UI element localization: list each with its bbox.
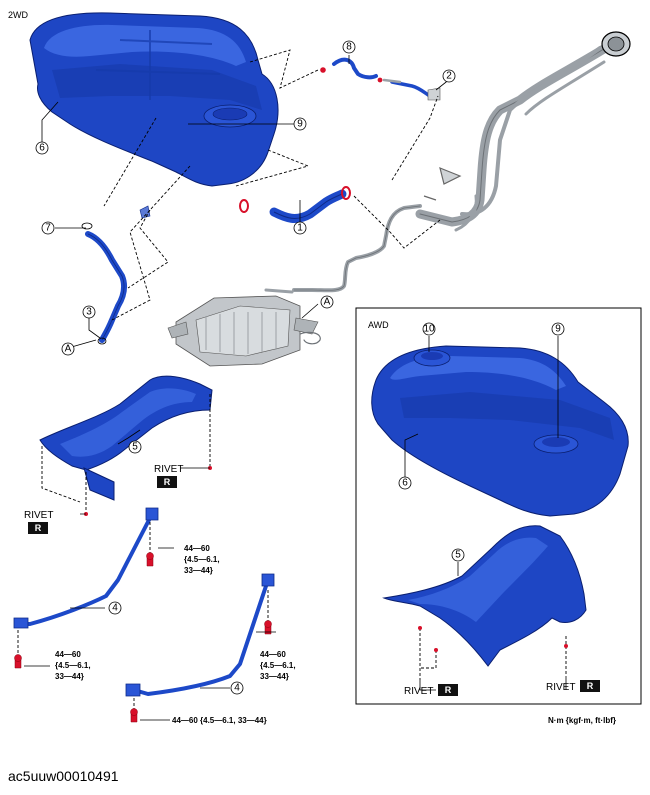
callout-5-awd: 5 (451, 548, 465, 562)
callout-10-awd: 10 (422, 322, 436, 336)
filler-pipe (415, 31, 631, 232)
svg-text:44—60: 44—60 (184, 544, 210, 553)
callout-5-2wd: 5 (128, 440, 142, 454)
svg-text:R: R (35, 523, 42, 533)
callout-2: 2 (442, 69, 456, 83)
vent-pipe (292, 204, 422, 293)
svg-text:{4.5—6.1,: {4.5—6.1, (55, 661, 91, 670)
bolt-icons (14, 552, 272, 723)
insulator-5-awd (382, 525, 587, 667)
svg-text:RIVET: RIVET (546, 682, 575, 693)
hose-7-and-3 (81, 205, 151, 345)
svg-text:RIVET: RIVET (154, 464, 183, 475)
leader-lines (24, 55, 567, 721)
awd-panel (355, 307, 642, 705)
callout-markers: 6 9 8 2 1 7 3 5 4 4 10 9 6 5 (35, 40, 565, 695)
callout-9-2wd: 9 (293, 117, 307, 131)
svg-text:33—44}: 33—44} (260, 672, 289, 681)
svg-text:9: 9 (555, 324, 561, 335)
fuel-tank-2wd (29, 12, 279, 187)
svg-text:1: 1 (297, 223, 303, 234)
torque-spec-b: 44—60 {4.5—6.1, 33—44} (55, 650, 91, 681)
svg-text:R: R (445, 685, 452, 695)
connector-a-left: A (61, 342, 75, 356)
callout-9-awd: 9 (551, 322, 565, 336)
figure-id: ac5uuw00010491 (8, 768, 119, 784)
svg-text:5: 5 (455, 550, 461, 561)
svg-text:7: 7 (45, 223, 51, 234)
torque-spec-a: 44—60 {4.5—6.1, 33—44} (184, 544, 220, 575)
connector-a-right: A (320, 295, 334, 309)
svg-text:3: 3 (86, 307, 92, 318)
rivet-label-awd-right: RIVET R (546, 680, 600, 693)
fuel-tank-awd (371, 345, 629, 517)
dashed-guides-2wd (103, 49, 441, 321)
svg-text:10: 10 (423, 324, 435, 335)
insulator-5-2wd (39, 375, 213, 501)
callout-6-awd: 6 (398, 476, 412, 490)
variant-awd-label: AWD (368, 320, 389, 330)
rivet-label-2wd-left: RIVET R (24, 510, 53, 534)
svg-text:6: 6 (39, 143, 45, 154)
connector-a-markers: A A (61, 295, 334, 356)
svg-text:RIVET: RIVET (24, 510, 53, 521)
svg-text:{4.5—6.1,: {4.5—6.1, (184, 555, 220, 564)
svg-text:R: R (587, 681, 594, 691)
hose-1 (239, 186, 351, 223)
svg-text:44—60: 44—60 (55, 650, 81, 659)
callout-8: 8 (342, 40, 356, 54)
strap-4-lower (125, 573, 275, 697)
strap-4-upper (13, 507, 159, 629)
dashed-guides-awd (418, 626, 568, 680)
rivet-label-2wd-right: RIVET R (154, 464, 183, 488)
svg-text:33—44}: 33—44} (55, 672, 84, 681)
hose-8-and-2 (320, 57, 441, 101)
charcoal-canister (167, 288, 321, 367)
rivet-label-awd-left: RIVET R (404, 684, 458, 697)
torque-spec-c: 44—60 {4.5—6.1, 33—44} (260, 650, 296, 681)
svg-text:{4.5—6.1,: {4.5—6.1, (260, 661, 296, 670)
callout-1: 1 (293, 221, 307, 235)
callout-3: 3 (82, 305, 96, 319)
variant-2wd-label: 2WD (8, 10, 29, 20)
svg-text:2: 2 (446, 71, 452, 82)
svg-text:A: A (65, 344, 72, 355)
svg-text:44—60: 44—60 (260, 650, 286, 659)
svg-text:33—44}: 33—44} (184, 566, 213, 575)
svg-text:A: A (324, 297, 331, 308)
svg-text:8: 8 (346, 42, 352, 53)
callout-7: 7 (41, 221, 55, 235)
svg-text:4: 4 (112, 603, 118, 614)
svg-text:5: 5 (132, 442, 138, 453)
callout-6-2wd: 6 (35, 141, 49, 155)
svg-text:R: R (164, 477, 171, 487)
svg-text:RIVET: RIVET (404, 686, 433, 697)
svg-text:6: 6 (402, 478, 408, 489)
svg-text:4: 4 (234, 683, 240, 694)
callout-4-lower: 4 (230, 681, 244, 695)
units-label: N·m {kgf·m, ft·lbf} (548, 716, 616, 725)
strap-dashed-guides (17, 522, 269, 716)
dashed-guides-bracket5 (41, 394, 211, 514)
svg-text:9: 9 (297, 119, 303, 130)
callout-4-upper: 4 (108, 601, 122, 615)
torque-spec-d: 44—60 {4.5—6.1, 33—44} (172, 716, 267, 725)
